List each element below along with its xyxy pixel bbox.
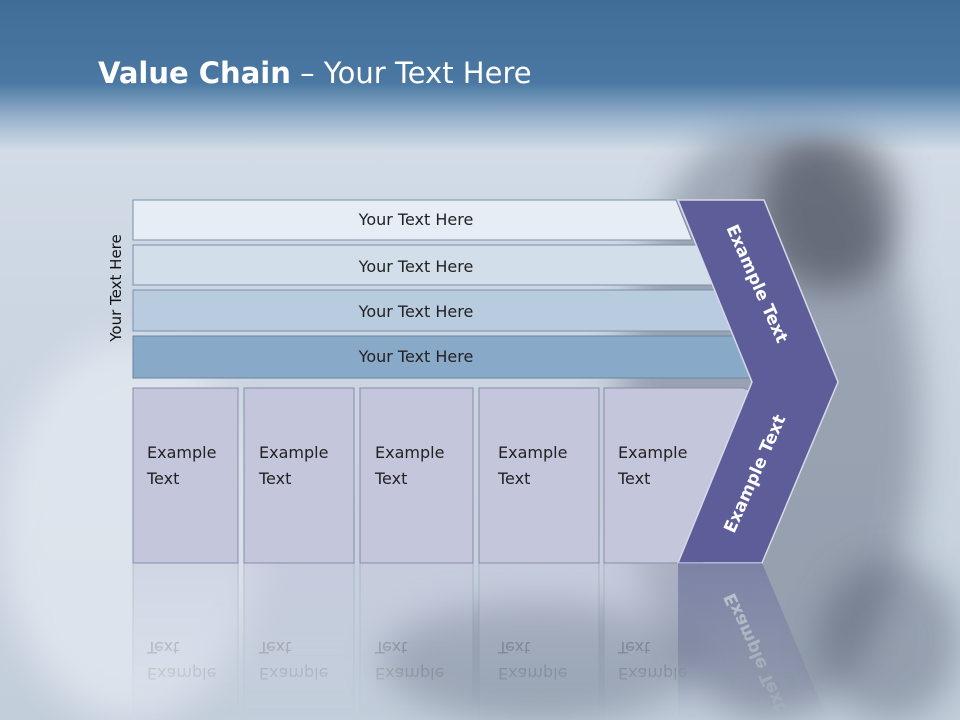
- row-group: Your Text Here Your Text Here Your Text …: [132, 199, 764, 379]
- reflection-box-2-line1: Example: [259, 664, 328, 683]
- box-3-line2: Text: [374, 469, 407, 488]
- row-4-label: Your Text Here: [358, 347, 474, 366]
- box-4-line1: Example: [498, 443, 567, 462]
- reflection-box-5-line1: Example: [618, 664, 687, 683]
- box-4: [478, 387, 600, 564]
- box-5-line2: Text: [617, 469, 650, 488]
- box-3-line1: Example: [375, 443, 444, 462]
- row-1-label: Your Text Here: [358, 210, 474, 229]
- box-2: [243, 387, 355, 564]
- reflection-box-4-line2: Text: [497, 638, 530, 657]
- reflection-box-2-line2: Text: [258, 638, 291, 657]
- slide-title: Value Chain – Your Text Here: [98, 56, 532, 90]
- box-1-line2: Text: [146, 469, 179, 488]
- reflection-box-3-line2: Text: [374, 638, 407, 657]
- box-5-line1: Example: [618, 443, 687, 462]
- box-2-line1: Example: [259, 443, 328, 462]
- reflection-box-4-line1: Example: [498, 664, 567, 683]
- box-4-line2: Text: [497, 469, 530, 488]
- reflection-box-3-line1: Example: [375, 664, 444, 683]
- reflection-box-5-line2: Text: [617, 638, 650, 657]
- row-1: [132, 199, 693, 241]
- chevron-arrow: [676, 199, 839, 564]
- box-1-line1: Example: [147, 443, 216, 462]
- reflection-box-1-line2: Text: [146, 638, 179, 657]
- reflection-box-1-line1: Example: [147, 664, 216, 683]
- box-group: Example Text Example Text Example Text E…: [132, 387, 763, 564]
- row-3-label: Your Text Here: [358, 302, 474, 321]
- diagram-reflection: Example Text Example Text Example Text E…: [132, 562, 828, 720]
- header-band: [0, 0, 960, 150]
- box-1: [132, 387, 239, 564]
- row-2-label: Your Text Here: [358, 257, 474, 276]
- box-2-line2: Text: [258, 469, 291, 488]
- title-bold: Value Chain: [98, 56, 291, 90]
- title-rest: – Your Text Here: [290, 56, 532, 90]
